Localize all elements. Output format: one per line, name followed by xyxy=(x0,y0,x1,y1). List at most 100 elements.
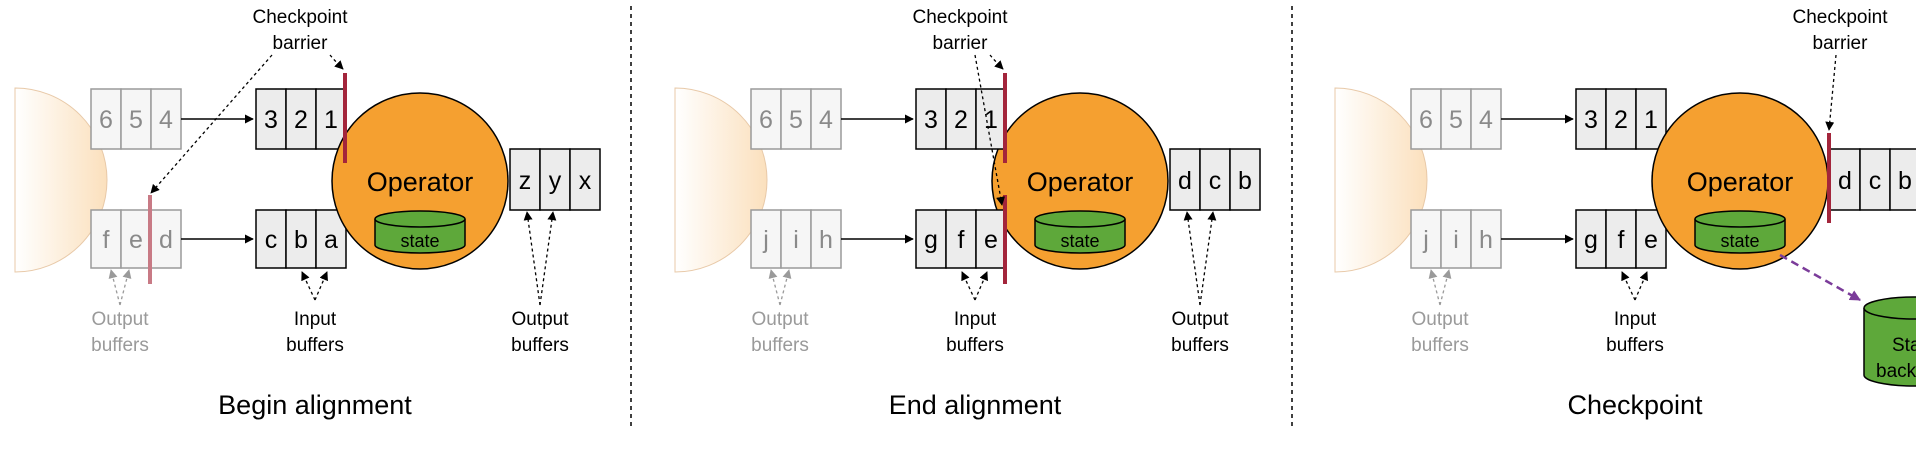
upstream-task-shape xyxy=(1334,87,1428,273)
input-buffers-label-line2: buffers xyxy=(286,335,344,356)
cell: f xyxy=(1618,226,1625,254)
cell: b xyxy=(294,226,308,254)
cell: d xyxy=(1178,167,1192,195)
state-backend-label-line1: Sta xyxy=(1892,335,1916,356)
barrier-label-line1: Checkpoint xyxy=(1792,7,1888,28)
upstream-top-buffer: 6 5 4 xyxy=(750,88,842,150)
upstream-bottom-buffer: f e d xyxy=(90,209,182,269)
state-backend-label-line2: back xyxy=(1876,361,1916,382)
cell: h xyxy=(1479,226,1493,254)
output-buffer: d c b xyxy=(1169,148,1261,211)
input-buffers-label-line1: Input xyxy=(294,309,337,330)
input-buffers-label-line2: buffers xyxy=(1606,335,1664,356)
cell: h xyxy=(819,226,833,254)
cell: 2 xyxy=(954,106,968,134)
panel-checkpoint: 6 5 4 j i h 3 2 1 xyxy=(1334,7,1916,420)
panel-begin-alignment: 6 5 4 f e d 3 xyxy=(14,7,601,420)
panel-end-alignment: 6 5 4 j i h 3 2 1 xyxy=(674,7,1261,420)
upstream-buffers-label-line1: Output xyxy=(751,309,809,330)
cell: x xyxy=(579,167,592,195)
cell: 5 xyxy=(789,106,803,134)
output-buffer: z y x xyxy=(509,148,601,211)
output-buffers-label-line1: Output xyxy=(1171,309,1229,330)
operator-label: Operator xyxy=(1687,167,1794,197)
label-pointer xyxy=(119,269,132,306)
cell: e xyxy=(984,226,998,254)
cell: c xyxy=(1869,167,1882,195)
cell: 6 xyxy=(1419,106,1433,134)
cell: f xyxy=(958,226,965,254)
state-label: state xyxy=(400,231,439,251)
upstream-buffers-label-line2: buffers xyxy=(1411,335,1469,356)
cell: z xyxy=(519,167,532,195)
barrier-label-line2: barrier xyxy=(933,33,989,54)
cell: g xyxy=(924,226,938,254)
operator-label: Operator xyxy=(367,167,474,197)
label-pointer xyxy=(539,211,557,306)
cell: 4 xyxy=(1479,106,1493,134)
output-buffers-label-line2: buffers xyxy=(1171,335,1229,356)
cell: f xyxy=(103,226,110,254)
cell: 4 xyxy=(159,106,173,134)
upstream-bottom-buffer: j i h xyxy=(750,209,842,269)
upstream-top-buffer: 6 5 4 xyxy=(90,88,182,150)
state-snapshot-arrow xyxy=(1779,253,1861,302)
barrier-pointer xyxy=(989,54,1004,70)
output-buffer: d c b xyxy=(1829,148,1916,211)
cell: b xyxy=(1238,167,1252,195)
output-buffers-label-line1: Output xyxy=(511,309,569,330)
label-pointer xyxy=(1199,211,1217,306)
state-store: state xyxy=(1034,210,1126,254)
cell: d xyxy=(1838,167,1852,195)
cell: 6 xyxy=(759,106,773,134)
operator-label: Operator xyxy=(1027,167,1134,197)
barrier-pointer xyxy=(150,54,273,194)
barrier-pointer xyxy=(974,54,1005,206)
input-bottom-buffer: g f e xyxy=(1575,209,1667,269)
panel-title: End alignment xyxy=(889,390,1062,420)
barrier-label-line2: barrier xyxy=(1813,33,1869,54)
cell: 5 xyxy=(129,106,143,134)
cell: 3 xyxy=(1584,106,1598,134)
label-pointer xyxy=(1428,269,1441,306)
cell: b xyxy=(1898,167,1912,195)
input-buffers-label-line1: Input xyxy=(1614,309,1657,330)
cell: 1 xyxy=(324,106,338,134)
cell: 3 xyxy=(264,106,278,134)
barrier-pointer xyxy=(1825,54,1837,131)
cell: e xyxy=(129,226,143,254)
input-top-buffer: 3 2 1 xyxy=(1575,88,1667,150)
input-bottom-buffer: g f e xyxy=(915,209,1007,269)
cell: 6 xyxy=(99,106,113,134)
cell: c xyxy=(265,226,278,254)
cell: y xyxy=(549,167,562,195)
label-pointer xyxy=(108,269,121,306)
input-buffers-label-line1: Input xyxy=(954,309,997,330)
cell: j xyxy=(1422,226,1429,254)
input-bottom-buffer: c b a xyxy=(255,209,347,269)
upstream-task-shape xyxy=(14,87,108,273)
label-pointer xyxy=(974,271,988,301)
cell: 2 xyxy=(1614,106,1628,134)
cell: i xyxy=(1453,226,1459,254)
upstream-bottom-buffer: j i h xyxy=(1410,209,1502,269)
panel-title: Begin alignment xyxy=(218,390,412,420)
upstream-buffers-label-line1: Output xyxy=(91,309,149,330)
cell: i xyxy=(793,226,799,254)
input-buffers-label-line2: buffers xyxy=(946,335,1004,356)
state-store: state xyxy=(1694,210,1786,254)
cell: c xyxy=(1209,167,1222,195)
cell: 2 xyxy=(294,106,308,134)
cell: e xyxy=(1644,226,1658,254)
output-buffers-label-line2: buffers xyxy=(511,335,569,356)
cell: 1 xyxy=(984,106,998,134)
barrier-label-line2: barrier xyxy=(273,33,329,54)
label-pointer xyxy=(961,271,976,301)
cell: 1 xyxy=(1644,106,1658,134)
barrier-label-line1: Checkpoint xyxy=(252,7,348,28)
panel-title: Checkpoint xyxy=(1567,390,1703,420)
cell: d xyxy=(159,226,173,254)
label-pointer xyxy=(768,269,781,306)
upstream-task-shape xyxy=(674,87,768,273)
